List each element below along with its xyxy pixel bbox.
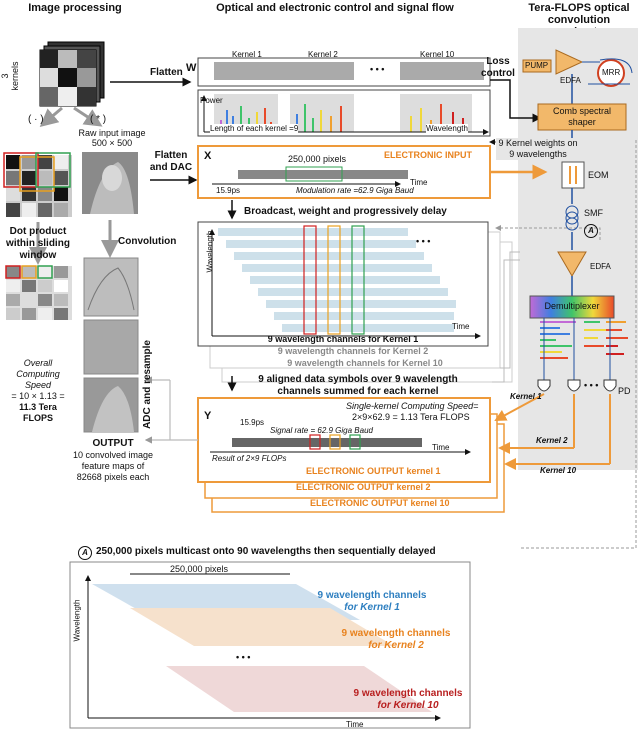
time-label-x: Time xyxy=(410,178,428,187)
edfa2-label: EDFA xyxy=(590,262,611,271)
single-kernel-speed-1: Single-kernel Computing Speed= xyxy=(346,401,479,411)
wavelength-label: Wavelength xyxy=(426,124,468,133)
op-dot: ( · ) xyxy=(28,114,44,125)
power-label: Power xyxy=(200,96,223,105)
kernel-length-label: Length of each kernel =9 xyxy=(210,124,299,133)
result-flops: Result of 2×9 FLOPs xyxy=(212,454,287,463)
header-accelerator: Tera-FLOPS optical convolution accelerat… xyxy=(528,2,630,38)
demux-label: Demultiplexer xyxy=(544,301,600,311)
time-label-y: Time xyxy=(432,443,450,452)
kernels-label: Ten 3× 3 kernels xyxy=(0,61,20,91)
symbol-period-label: 15.9ps xyxy=(216,186,241,195)
loss-control-label: Loss control xyxy=(481,56,515,79)
output-title: OUTPUT xyxy=(92,438,134,449)
kernel2-out-label: Kernel 2 xyxy=(536,436,568,445)
dot-output-grid xyxy=(5,265,72,320)
electronic-input-label: ELECTRONIC INPUT xyxy=(384,150,473,160)
bottom-channel-bands xyxy=(92,584,432,712)
channel-ellipsis: • • • xyxy=(416,236,431,246)
flatten-label: Flatten xyxy=(150,67,183,78)
channels-k10: 9 wavelength channels for Kernel 10 xyxy=(287,358,443,368)
bottom-k2-line2: for Kernel 2 xyxy=(368,640,424,651)
kernel1-out-label: Kernel 1 xyxy=(510,392,542,401)
channels-k1: 9 wavelength channels for Kernel 1 xyxy=(267,334,419,344)
kernel10-out-label: Kernel 10 xyxy=(540,466,577,475)
overall-speed-line2: Computing xyxy=(16,369,60,379)
pd-label: PD xyxy=(618,386,631,396)
electronic-output-k1: ELECTRONIC OUTPUT kernel 1 xyxy=(306,466,441,476)
flatten-dac-label: Flatten and DAC xyxy=(149,150,193,173)
output-desc: 10 convolved image feature maps of 82668… xyxy=(72,450,154,482)
aligned-symbols-label: 9 aligned data symbols over 9 wavelength… xyxy=(258,374,458,397)
header-image-processing: Image processing xyxy=(28,2,122,14)
channels-k2: 9 wavelength channels for Kernel 2 xyxy=(277,346,429,356)
bottom-k1-line2: for Kernel 1 xyxy=(344,602,400,613)
op-conv: ( * ) xyxy=(90,114,107,125)
eom-label: EOM xyxy=(588,170,609,180)
raw-input-label: Raw input image xyxy=(78,128,146,138)
kernel1-label: Kernel 1 xyxy=(232,50,262,59)
y-symbol-period: 15.9ps xyxy=(240,418,265,427)
edfa-label: EDFA xyxy=(560,76,581,85)
modulation-rate: Modulation rate =62.9 Giga Baud xyxy=(296,186,414,195)
pixels-label: 250,000 pixels xyxy=(288,154,347,164)
kernel10-label: Kernel 10 xyxy=(420,50,455,59)
kernel-weights-label: 9 Kernel weights on 9 wavelengths xyxy=(496,138,580,160)
adc-label: ADC and resample xyxy=(142,340,153,429)
bottom-ellipsis: • • • xyxy=(236,652,251,662)
dot-product-label: Dot product within sliding window xyxy=(6,226,70,261)
overall-speed-line1: Overall xyxy=(23,358,53,368)
bottom-k2-label: 9 wavelength channels for Kernel 2 xyxy=(336,628,456,652)
electronic-output-k10: ELECTRONIC OUTPUT kernel 10 xyxy=(310,498,450,508)
bottom-k2-line1: 9 wavelength channels xyxy=(341,628,451,639)
bottom-k10-label: 9 wavelength channels for Kernel 10 xyxy=(348,688,468,712)
w-letter: W xyxy=(186,62,197,74)
circled-a: A xyxy=(584,224,598,238)
broadcast-label: Broadcast, weight and progressively dela… xyxy=(244,206,447,217)
electronic-output-k2: ELECTRONIC OUTPUT kernel 2 xyxy=(296,482,431,492)
output-feature-maps xyxy=(83,257,139,433)
overall-speed-line4: = 10 × 1.13 = xyxy=(11,391,65,401)
bottom-k10-line1: 9 wavelength channels xyxy=(353,688,463,699)
kernel-stack xyxy=(39,41,105,107)
wavelength-axis-label: Wavelength xyxy=(205,230,215,273)
overall-speed-line6: FLOPS xyxy=(22,413,53,423)
x-letter: X xyxy=(204,150,212,162)
signal-rate: Signal rate = 62.9 Giga Baud xyxy=(270,426,373,435)
raw-input-image xyxy=(82,152,138,214)
raw-size-label: 500 × 500 xyxy=(91,138,133,148)
bottom-time: Time xyxy=(346,720,364,729)
bottom-pixels: 250,000 pixels xyxy=(170,564,229,574)
y-letter: Y xyxy=(204,410,212,422)
bottom-wavelength: Wavelength xyxy=(72,599,82,642)
pump-label: PUMP xyxy=(525,61,549,70)
pd-ellipsis: • • • xyxy=(584,380,599,390)
mrr-label: MRR xyxy=(602,68,621,77)
comb-shaper-label: Comb spectral shaper xyxy=(552,106,612,127)
smf-label: SMF xyxy=(584,208,603,218)
channel-rows xyxy=(218,225,456,335)
kernel2-label: Kernel 2 xyxy=(308,50,338,59)
kernel-ellipsis: • • • xyxy=(370,64,385,74)
overall-speed-line3: Speed xyxy=(24,380,52,390)
bottom-title: 250,000 pixels multicast onto 90 wavelen… xyxy=(96,546,436,557)
time-label-channels: Time xyxy=(452,322,470,331)
overall-speed-line5: 11.3 Tera xyxy=(19,402,57,412)
bottom-k10-line2: for Kernel 10 xyxy=(377,700,439,711)
overall-speed: Overall Computing Speed = 10 × 1.13 = 11… xyxy=(4,358,72,424)
convolution-label: Convolution xyxy=(118,236,177,247)
bottom-circled-a: A xyxy=(78,546,92,560)
bottom-k1-label: 9 wavelength channels for Kernel 1 xyxy=(312,590,432,614)
header-optical-control: Optical and electronic control and signa… xyxy=(216,2,454,14)
bottom-k1-line1: 9 wavelength channels xyxy=(317,590,427,601)
kernel-strip xyxy=(214,62,484,80)
demux-outputs xyxy=(540,321,628,359)
single-kernel-speed-2: 2×9×62.9 = 1.13 Tera FLOPS xyxy=(352,412,470,422)
dot-product-grid xyxy=(3,152,72,217)
